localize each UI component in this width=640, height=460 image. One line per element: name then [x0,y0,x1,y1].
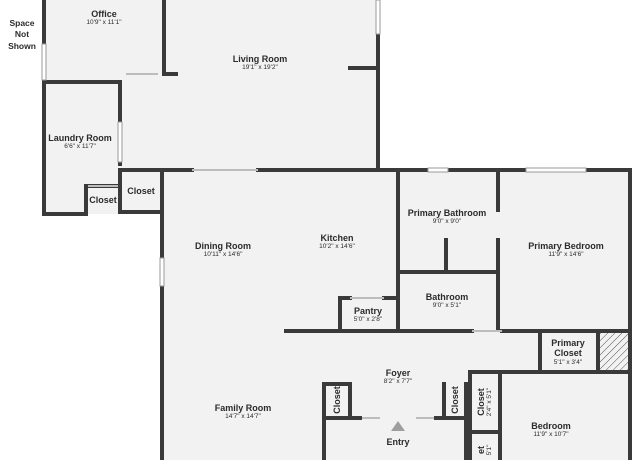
wall-foyer-right-closet [442,382,468,460]
entry-arrow-icon [391,421,405,431]
room-office: Office 10'9" x 11'1" [86,9,121,27]
window-primary-bath [427,167,449,173]
room-closet-bedroom: Closet 2'4" x 5'1" [476,388,494,416]
window-living-right [375,0,381,35]
room-dims: 10'9" x 11'1" [86,19,122,27]
room-laundry-room: Laundry Room 6'6" x 11'7" [48,133,112,151]
room-dims: 10'11" x 14'6" [203,251,243,259]
room-pantry: Pantry 5'0" x 2'8" [354,306,382,324]
window-laundry-right [117,121,123,163]
wall-foyer-left-closet [322,382,352,460]
room-name: Laundry Room [48,133,112,144]
space-not-shown-note: Space Not Shown [8,18,36,51]
window-dining-left [159,257,165,287]
room-dims: 6'6" x 11'7" [64,143,96,151]
wall-pantry [338,296,400,332]
room-name: Kitchen [320,233,354,244]
room-closet-foyer-right: Closet [450,386,460,414]
room-primary-bathroom: Primary Bathroom 9'0" x 9'0" [408,208,487,226]
room-closet-foyer-left: Closet [332,386,342,414]
room-name: Closet [476,388,487,416]
room-foyer: Foyer 8'2" x 7'7" [384,368,412,386]
room-entry: Entry [386,437,409,447]
room-dims: 8'2" x 7'7" [383,378,413,386]
room-name: Bedroom [531,421,571,432]
room-closet-laundry: Closet [89,195,117,205]
room-name: Entry [386,436,410,447]
window-primary-bed [525,167,587,173]
room-dims: 2'4" x 5'1" [486,387,494,417]
wall-hall-closet [118,168,164,214]
room-name: Foyer [385,368,411,379]
room-kitchen: Kitchen 10'2" x 14'6" [319,233,355,251]
wall-office-right [162,0,178,76]
room-dims: 9'0" x 5'1" [432,302,462,310]
room-dims: 11'9" x 14'6" [548,251,584,259]
room-primary-closet: Primary Closet 5'1" x 3'4" [540,338,596,366]
room-name: Closet [449,386,460,414]
floor-hall-closet [120,170,162,212]
room-name: Bathroom [425,292,469,303]
room-name: Primary Bathroom [407,208,487,219]
room-name: Living Room [232,54,288,65]
room-name: Closet [331,386,342,414]
room-dims: 9'0" x 9'0" [432,218,462,226]
room-name: Closet [89,194,117,205]
room-dims: 5'1" x 3'4" [553,358,583,366]
room-family-room: Family Room 14'7" x 14'7" [215,403,272,421]
hatched-mechanical-area [600,333,628,370]
room-name: Closet [127,185,155,196]
room-dining-room: Dining Room 10'11" x 14'6" [195,241,251,259]
room-name: Office [91,9,117,20]
room-closet-cut-off: et 5'1" [476,445,494,456]
room-name: Dining Room [195,241,251,252]
floor-laundry [44,84,120,214]
room-dims: 5'0" x 2'8" [353,316,383,324]
room-closet-hall: Closet [127,186,155,196]
room-bathroom: Bathroom 9'0" x 5'1" [426,292,469,310]
room-bedroom: Bedroom 11'9" x 10'7" [531,421,571,439]
room-name: Pantry [353,306,383,317]
room-dims: 11'9" x 10'7" [533,431,569,439]
window-office-left [41,43,47,81]
room-living-room: Living Room 19'1" x 19'2" [233,54,288,72]
room-name: Primary Closet [551,337,585,359]
room-name: Family Room [214,403,272,414]
room-dims: 5'1" [486,444,494,456]
floor-living-room [120,0,378,170]
room-dims: 10'2" x 14'6" [319,243,355,251]
room-primary-bedroom: Primary Bedroom 11'9" x 14'6" [528,241,604,259]
room-name: Primary Bedroom [528,241,604,252]
room-dims: 19'1" x 19'2" [242,64,278,72]
room-dims: 14'7" x 14'7" [225,413,261,421]
room-name: et [476,446,487,455]
